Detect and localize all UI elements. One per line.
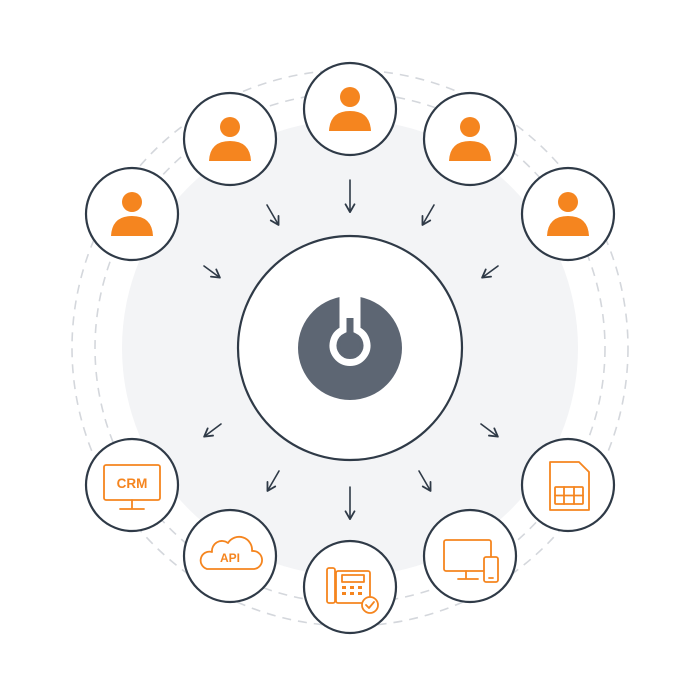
user-icon	[209, 117, 251, 161]
user-icon	[329, 87, 371, 131]
user-node-5[interactable]	[520, 166, 616, 262]
arrow-user-1	[203, 265, 221, 279]
center-node[interactable]	[236, 234, 464, 462]
incoming-arrows	[203, 179, 499, 279]
user-icon	[449, 117, 491, 161]
crm-node[interactable]: CRM	[84, 437, 180, 533]
user-node-1[interactable]	[84, 166, 180, 262]
arrow-desktop	[418, 470, 432, 492]
arrow-user-5	[481, 265, 499, 279]
sim-node[interactable]	[520, 437, 616, 533]
crm-monitor-icon: CRM	[103, 464, 161, 510]
user-node-4[interactable]	[422, 91, 518, 187]
sim-card-icon	[549, 461, 590, 511]
user-icon	[547, 192, 589, 236]
arrow-crm	[203, 423, 222, 438]
arrow-sim	[480, 423, 499, 438]
crm-label: CRM	[117, 476, 148, 491]
user-node-2[interactable]	[182, 91, 278, 187]
phone-node[interactable]	[302, 539, 398, 635]
arrow-api	[266, 470, 280, 492]
api-label: API	[220, 551, 240, 565]
arrow-user-4	[421, 204, 435, 226]
outgoing-arrows	[203, 423, 499, 521]
desk-phone-icon	[326, 567, 379, 614]
user-icon	[111, 192, 153, 236]
arrow-user-2	[266, 204, 280, 226]
api-node[interactable]: API	[182, 508, 278, 604]
desktop-mobile-icon	[443, 539, 499, 583]
desktop-node[interactable]	[422, 508, 518, 604]
api-cloud-icon: API	[199, 536, 263, 570]
user-node-3[interactable]	[302, 61, 398, 157]
power-logo-icon	[298, 290, 402, 400]
